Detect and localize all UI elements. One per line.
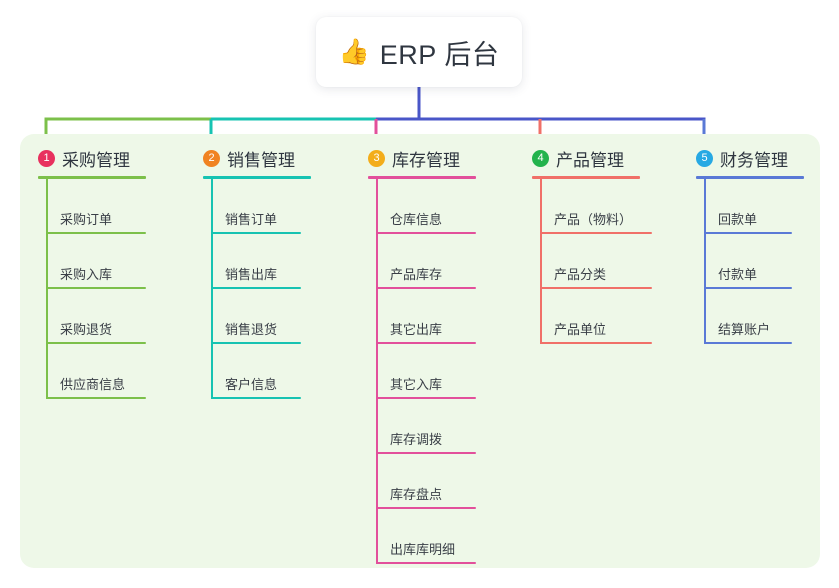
branch-leaf[interactable]: 结算账户: [704, 314, 792, 344]
branch-leaf-label: 其它出库: [390, 322, 443, 337]
branch-leaf[interactable]: 付款单: [704, 259, 792, 289]
branch-leaf-label: 采购退货: [60, 322, 113, 337]
branch-leaf-label: 销售退货: [225, 322, 278, 337]
branch-leaf-underline: [540, 232, 652, 234]
branch-leaf-label: 产品（物料）: [554, 212, 633, 227]
branch-leaf-label: 产品库存: [390, 267, 443, 282]
branch-spine: [46, 179, 48, 399]
branch-spine: [704, 179, 706, 344]
branch-title: 财务管理: [720, 151, 788, 170]
branch-leaf[interactable]: 产品分类: [540, 259, 652, 289]
branch-leaf[interactable]: 库存调拨: [376, 424, 476, 454]
branch-leaf-label: 结算账户: [718, 322, 771, 337]
branch-spine: [376, 179, 378, 564]
branch-leaf[interactable]: 销售退货: [211, 314, 301, 344]
branches-panel: 1 采购管理采购订单采购入库采购退货供应商信息 2 销售管理销售订单销售出库销售退货客…: [20, 134, 820, 568]
branch-underline: [532, 176, 640, 179]
branch-underline: [696, 176, 804, 179]
root-node-title: ERP 后台: [379, 39, 500, 70]
branch-leaf-underline: [211, 287, 301, 289]
branch-title: 采购管理: [62, 151, 130, 170]
branch-leaf-underline: [376, 452, 476, 454]
branch-leaf[interactable]: 产品库存: [376, 259, 476, 289]
branch-header-3[interactable]: 3 库存管理: [368, 146, 460, 171]
branch-number-badge: 1: [38, 150, 55, 167]
branch-leaf-underline: [46, 287, 146, 289]
branch-leaf-underline: [704, 232, 792, 234]
branch-leaf-underline: [376, 342, 476, 344]
branch-leaf-underline: [540, 342, 652, 344]
branch-title: 销售管理: [227, 151, 295, 170]
branch-title: 库存管理: [392, 151, 460, 170]
branch-leaf[interactable]: 仓库信息: [376, 204, 476, 234]
branch-leaf[interactable]: 库存盘点: [376, 479, 476, 509]
branch-spine: [211, 179, 213, 399]
branch-leaf-label: 产品单位: [554, 322, 607, 337]
branch-number-badge: 2: [203, 150, 220, 167]
branch-leaf-label: 仓库信息: [390, 212, 443, 227]
branch-leaf-underline: [376, 507, 476, 509]
branch-leaf-label: 库存盘点: [390, 487, 443, 502]
branch-leaf-label: 采购入库: [60, 267, 113, 282]
branch-leaf[interactable]: 产品（物料）: [540, 204, 652, 234]
branch-leaf-underline: [376, 232, 476, 234]
branch-leaf-underline: [211, 232, 301, 234]
branch-header-5[interactable]: 5 财务管理: [696, 146, 788, 171]
branch-leaf-label: 采购订单: [60, 212, 113, 227]
branch-leaf-underline: [540, 287, 652, 289]
branch-leaf-label: 供应商信息: [60, 377, 126, 392]
branch-leaf-underline: [704, 287, 792, 289]
branch-leaf[interactable]: 回款单: [704, 204, 792, 234]
branch-leaf-underline: [376, 562, 476, 564]
branch-number-badge: 4: [532, 150, 549, 167]
branch-leaf-label: 其它入库: [390, 377, 443, 392]
branch-leaf-label: 出库库明细: [390, 542, 456, 557]
branch-number-badge: 3: [368, 150, 385, 167]
branch-underline: [368, 176, 476, 179]
branch-leaf[interactable]: 采购订单: [46, 204, 146, 234]
branch-leaf-underline: [46, 397, 146, 399]
branch-header-4[interactable]: 4 产品管理: [532, 146, 624, 171]
branch-spine: [540, 179, 542, 344]
branch-leaf-label: 产品分类: [554, 267, 607, 282]
root-node[interactable]: 👍 ERP 后台: [316, 17, 522, 87]
branch-number-badge: 5: [696, 150, 713, 167]
branch-leaf[interactable]: 产品单位: [540, 314, 652, 344]
branch-leaf-label: 销售订单: [225, 212, 278, 227]
branch-leaf-label: 付款单: [718, 267, 758, 282]
branch-leaf-underline: [211, 397, 301, 399]
branch-leaf-label: 回款单: [718, 212, 758, 227]
branch-underline: [203, 176, 311, 179]
branch-leaf-label: 客户信息: [225, 377, 278, 392]
thumbs-up-icon: 👍: [338, 37, 370, 66]
branch-leaf[interactable]: 其它出库: [376, 314, 476, 344]
branch-leaf[interactable]: 销售出库: [211, 259, 301, 289]
branch-leaf-underline: [376, 397, 476, 399]
branch-leaf-underline: [376, 287, 476, 289]
branch-leaf[interactable]: 其它入库: [376, 369, 476, 399]
branch-leaf-label: 库存调拨: [390, 432, 443, 447]
branch-leaf[interactable]: 客户信息: [211, 369, 301, 399]
branch-underline: [38, 176, 146, 179]
branch-header-2[interactable]: 2 销售管理: [203, 146, 295, 171]
branch-leaf[interactable]: 供应商信息: [46, 369, 146, 399]
branch-header-1[interactable]: 1 采购管理: [38, 146, 130, 171]
branch-leaf-label: 销售出库: [225, 267, 278, 282]
branch-leaf-underline: [46, 342, 146, 344]
branch-leaf-underline: [704, 342, 792, 344]
branch-leaf[interactable]: 出库库明细: [376, 534, 476, 564]
branch-leaf[interactable]: 采购退货: [46, 314, 146, 344]
branch-leaf-underline: [211, 342, 301, 344]
branch-leaf[interactable]: 销售订单: [211, 204, 301, 234]
branch-title: 产品管理: [556, 151, 624, 170]
branch-leaf-underline: [46, 232, 146, 234]
branch-leaf[interactable]: 采购入库: [46, 259, 146, 289]
root-node-content: 👍 ERP 后台: [339, 33, 500, 72]
